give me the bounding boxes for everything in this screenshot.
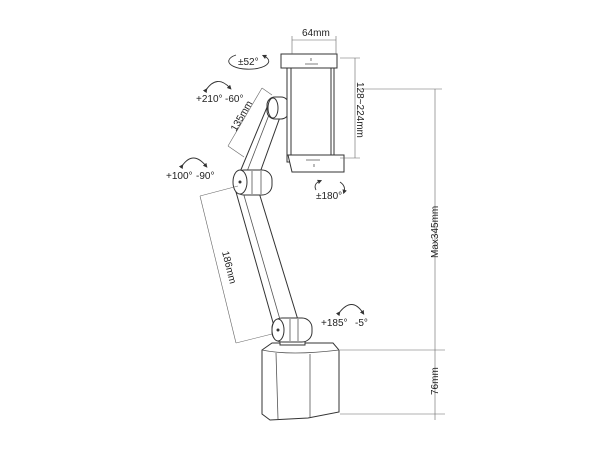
base-joint [271,317,313,346]
base-height-label: 76mm [430,367,441,395]
middle-joint-neg-label: -90° [196,171,214,182]
rotation-arrows [178,54,365,317]
base-joint-pos-label: +185° [321,318,348,329]
holder-width-label: 64mm [302,28,330,39]
upper-joint-neg-label: -60° [225,94,243,105]
lower-arm [235,185,299,327]
holder-range-label: 128~224mm [354,82,365,138]
holder-swivel-label: ±52° [238,57,259,68]
middle-joint [232,169,273,196]
upper-joint-pos-label: +210° [196,94,223,105]
base-joint-neg-label: -5° [355,318,368,329]
tablet-holder [280,53,345,173]
base-block [261,342,340,421]
max-height-label: Max345mm [430,206,441,258]
upper-joint [266,96,290,120]
dimension-lines [199,36,445,420]
middle-joint-pos-label: +100° [166,171,193,182]
holder-rotate-label: ±180° [316,191,342,202]
lower-arm-label: 186mm [219,250,238,285]
